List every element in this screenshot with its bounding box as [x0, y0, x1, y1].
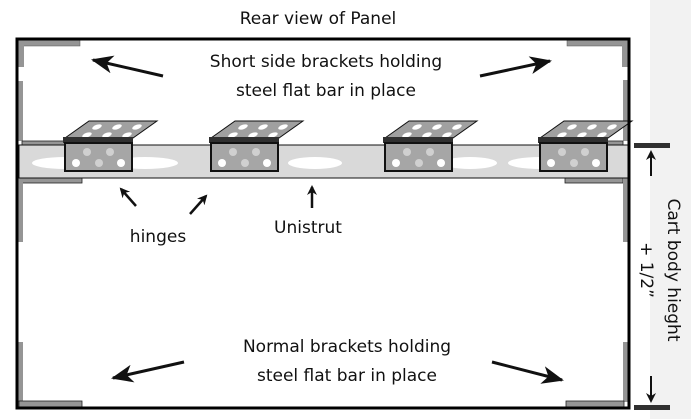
- hinge-leaf-hole: [557, 132, 567, 138]
- hinge: [538, 120, 634, 172]
- dimension-marker: [634, 143, 670, 410]
- hinge-leaf-hole: [432, 124, 442, 130]
- hinge-body-hole: [415, 159, 423, 167]
- hinge-leaf-hole: [597, 132, 607, 138]
- hinge-leaf-hole: [238, 124, 248, 130]
- hinge-leaf-hole: [607, 124, 617, 130]
- hinge-leaf-hole: [228, 132, 238, 138]
- hinge-leaf-hole: [258, 124, 268, 130]
- hinge-body-hole: [392, 159, 400, 167]
- hinge-body-hole: [117, 159, 125, 167]
- hinge-body-hole: [437, 159, 445, 167]
- hinge-body-hole: [252, 148, 260, 156]
- normal-label-line1: Normal brackets holding: [243, 337, 451, 357]
- arrow-hinge-left: [119, 187, 137, 207]
- dimension-label-line1: Cart body hieght: [663, 199, 683, 342]
- hinge-leaf-hole: [102, 132, 112, 138]
- hinge: [63, 120, 159, 172]
- unistrut-label: Unistrut: [274, 218, 342, 238]
- hinge-leaf-hole: [422, 132, 432, 138]
- hinge-leaf-hole: [248, 132, 258, 138]
- hinge-body-hole: [106, 148, 114, 156]
- hinge-leaf-hole: [587, 124, 597, 130]
- bracket-right-lower: [623, 342, 628, 402]
- arrow-top-left: [91, 55, 164, 78]
- bracket-right-middle: [623, 178, 628, 242]
- margin-background: [650, 0, 691, 419]
- short-side-label-line2: steel flat bar in place: [236, 81, 416, 101]
- hinge: [209, 120, 305, 172]
- bracket-bottom-right: [565, 400, 625, 408]
- dimension-label-line2: + 1/2”: [636, 242, 656, 298]
- arrow-hinge-right: [189, 194, 208, 215]
- hinge-leaf-hole: [122, 132, 132, 138]
- bracket-left-upper: [18, 81, 23, 141]
- hinge-body-hole: [547, 159, 555, 167]
- hinge-leaf-hole: [278, 124, 288, 130]
- hinge-body-hole: [72, 159, 80, 167]
- hinge-body-hole: [592, 159, 600, 167]
- hinge-body-hole: [95, 159, 103, 167]
- hinge-leaf-hole: [567, 124, 577, 130]
- hinge-body-hole: [241, 159, 249, 167]
- hinge-leaf-hole: [402, 132, 412, 138]
- bracket-unistrut-bottom-right: [564, 177, 624, 184]
- hinge-leaf-hole: [577, 132, 587, 138]
- hinge-leaf-hole: [82, 132, 92, 138]
- hinge-leaf-hole: [442, 132, 452, 138]
- arrow-bottom-right: [491, 360, 564, 384]
- hinge-knuckle: [63, 137, 133, 143]
- hinge-leaf-hole: [268, 132, 278, 138]
- bracket-left-lower: [18, 342, 23, 402]
- hinge-leaf-hole: [112, 124, 122, 130]
- bracket-bottom-left: [18, 400, 83, 408]
- hinge-leaf-hole: [452, 124, 462, 130]
- hinge-body-hole: [263, 159, 271, 167]
- hinge-body-hole: [229, 148, 237, 156]
- panel-area: [17, 39, 629, 408]
- diagram-title: Rear view of Panel: [240, 9, 397, 29]
- hinge-body-hole: [558, 148, 566, 156]
- hinge-knuckle: [209, 137, 279, 143]
- hinge-body-hole: [218, 159, 226, 167]
- hinge-body-hole: [570, 159, 578, 167]
- hinges-label: hinges: [130, 227, 187, 247]
- bracket-right-upper: [623, 80, 628, 141]
- hinge-knuckle: [538, 137, 608, 143]
- short-side-label-line1: Short side brackets holding: [210, 52, 442, 72]
- normal-label-line2: steel flat bar in place: [257, 366, 437, 386]
- hinge: [383, 120, 479, 172]
- hinge-leaf-hole: [132, 124, 142, 130]
- bracket-left-middle: [18, 178, 23, 242]
- hinge-body-hole: [426, 148, 434, 156]
- hinge-knuckle: [383, 137, 453, 143]
- panel-frame: [15, 37, 631, 410]
- arrow-top-right: [479, 56, 552, 78]
- hinge-body-hole: [83, 148, 91, 156]
- hinge-leaf-hole: [92, 124, 102, 130]
- hinge-body-hole: [581, 148, 589, 156]
- hinge-body-hole: [403, 148, 411, 156]
- hinge-leaf-hole: [412, 124, 422, 130]
- arrow-bottom-left: [111, 360, 185, 383]
- bracket-unistrut-bottom-left: [21, 177, 83, 184]
